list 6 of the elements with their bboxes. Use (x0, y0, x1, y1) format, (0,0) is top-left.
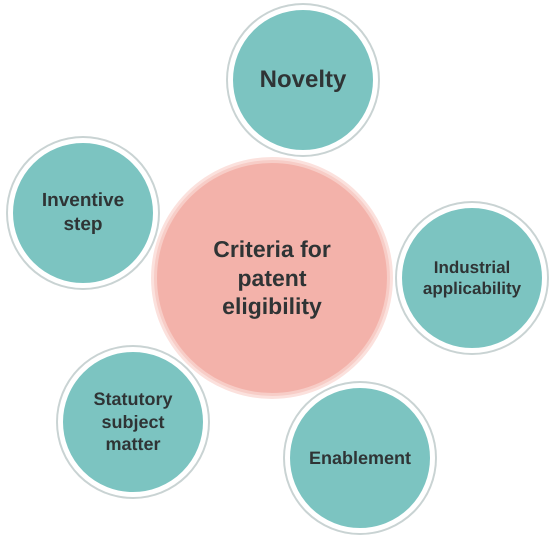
criterion-label: Industrial applicability (422, 256, 522, 300)
criterion-label: Inventive step (40, 189, 126, 237)
criterion-label: Statutory subject matter (92, 388, 174, 456)
center-title: Criteria for patent eligibility (212, 234, 332, 322)
criterion-label: Enablement (308, 446, 412, 470)
criterion-label: Novelty (260, 65, 346, 95)
